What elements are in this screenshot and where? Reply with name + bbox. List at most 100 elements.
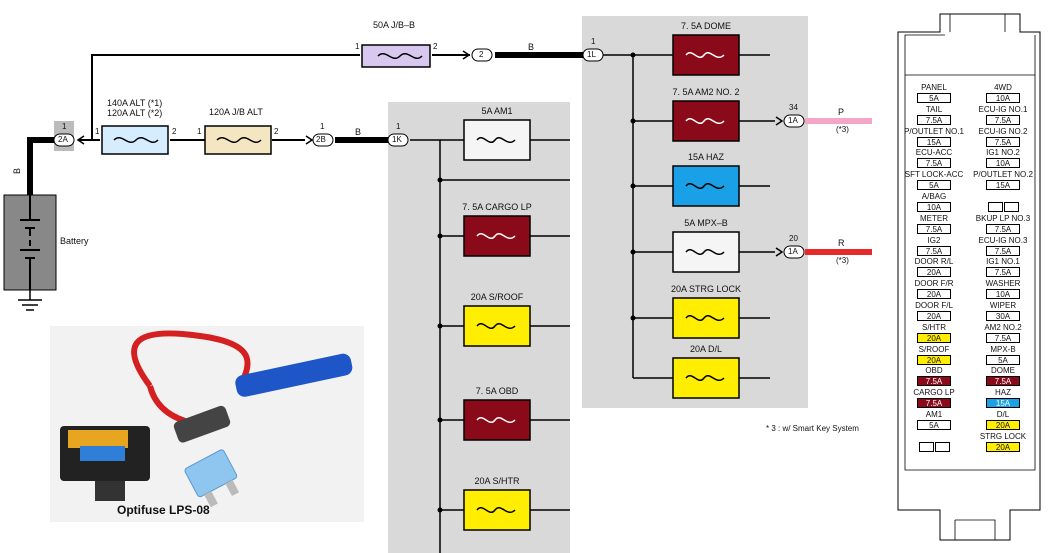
fusebox-left-label-8: DOOR R/L [914,257,954,267]
fusebox-inner [904,74,1036,471]
output-top-wire: P [838,107,845,117]
connector-2a [53,133,75,147]
fuse-140a-label-2: 120A ALT (*2) [107,108,163,118]
fusebox-right-value-0: 10A [986,93,1020,103]
fusebox-left-value-0: 5A [917,93,951,103]
fusebox-right-label-8: IG1 NO.1 [986,257,1020,267]
middle-fuse-label-2: 20A S/ROOF [470,292,524,302]
pin-2a: 1 [62,122,67,131]
fusebox-outline [897,13,1041,541]
fusebox-left-value-2: 15A [917,136,951,147]
connector-1a-bottom [783,245,805,259]
fusebox-right-value-13: 7.5A [986,376,1020,387]
fusebox-left-label-4: SFT LOCK-ACC [904,170,964,180]
right-fuse-5-box [672,357,740,399]
right-fuse-5-symbol [685,375,725,381]
fusebox-left-value-10: 20A [917,311,951,321]
fusebox-right-value-8: 7.5A [986,267,1020,278]
fuse-50a-label: 50A J/B–B [373,20,416,30]
fusebox-right-value-9: 10A [986,289,1020,300]
arrow-2a [76,135,85,145]
connector-1k-label: 1K [392,135,402,144]
fusebox-right-value-4: 15A [986,180,1020,191]
right-fuse-label-2: 15A HAZ [687,152,725,162]
right-fuse-4-symbol [685,315,725,321]
right-fuse-label-0: 7. 5A DOME [680,21,732,31]
wire-b-top-label: B [528,42,535,52]
middle-fuse-4-symbol [476,507,516,513]
fusebox-left-label-13: OBD [925,366,943,376]
fusebox-right-label-0: 4WD [994,83,1012,92]
middle-fuse-3-symbol [476,417,516,423]
fusebox-right-label-6: BKUP LP NO.3 [975,213,1031,223]
middle-junction-dot-3 [437,417,443,423]
photo-caption: Optifuse LPS-08 [117,503,210,517]
wire-b-battery-label: B [12,167,23,175]
arrow-2b [305,135,314,145]
fusebox-left-label-2: P/OUTLET NO.1 [904,126,964,136]
fusebox-right-value-14: 15A [986,398,1020,409]
connector-1a-top [783,114,805,128]
fusebox-left-label-5: A/BAG [921,192,947,201]
fusebox-left-value-15: 5A [917,420,951,430]
right-junction-dot-3 [630,249,636,255]
right-fuse-label-5: 20A D/L [689,344,723,354]
fusebox-left-value-9: 20A [917,289,951,300]
output-top-pin: 34 [789,103,798,112]
right-fuse-label-4: 20A STRG LOCK [670,284,742,294]
product-photo [50,326,364,522]
battery-symbol [20,195,40,290]
fusebox-right-label-11: AM2 NO.2 [984,322,1022,332]
right-junction-dot-0 [630,52,636,58]
fusebox-right-value-3: 10A [986,158,1020,169]
pin-140a-left: 1 [95,127,100,136]
butt-connector-icon [235,353,353,397]
output-top-note: (*3) [836,125,849,134]
fusebox-right-value-16: 20A [986,441,1020,452]
output-bottom-pin: 20 [789,234,798,243]
middle-fuse-4-box [463,489,531,531]
middle-fuse-label-0: 5A AM1 [481,106,513,116]
fusebox-left-label-9: DOOR F/R [914,279,954,289]
middle-fuse-label-1: 7. 5A CARGO LP [462,202,532,212]
connector-2 [471,48,493,62]
fuse-50a-box [361,44,431,68]
fusebox-left-label-12: S/ROOF [918,344,950,354]
fusebox-right-label-12: MPX-B [990,344,1016,354]
right-fuse-label-1: 7. 5A AM2 NO. 2 [672,87,740,97]
fusebox-left-value-3: 7.5A [917,158,951,169]
right-junction-dot-4 [630,315,636,321]
arrow-1a-top [775,116,784,126]
fusebox-detail [904,14,1036,540]
red-wire-lower-icon [147,385,187,424]
connector-1l [582,48,604,62]
connector-2-label: 2 [479,50,484,59]
fusebox-right-empty-b [1004,202,1019,212]
battery-label: Battery [60,236,89,246]
fusebox-right-label-1: ECU-IG NO.1 [978,104,1028,114]
middle-junction-dot-4 [437,507,443,513]
middle-junction-dot-2 [437,323,443,329]
fusebox-left-label-11: S/HTR [922,322,946,332]
right-fuse-4-box [672,297,740,339]
fusebox-right-label-9: WASHER [985,279,1021,289]
fusebox-right-value-1: 7.5A [986,114,1020,125]
right-fuse-group [630,34,775,399]
fusebox-left-label-3: ECU-ACC [915,148,953,158]
fusebox-right-label-2: ECU-IG NO.2 [978,126,1028,136]
fusebox-left-value-6: 7.5A [917,223,951,234]
fusebox-left-value-13: 7.5A [917,376,951,387]
pin-1l: 1 [591,37,596,46]
fuse-50a-symbol [377,53,423,59]
fuse-120a-symbol [216,137,262,143]
output-bottom-note: (*3) [836,256,849,265]
fuse-140a-label-1: 140A ALT (*1) [107,98,163,108]
fuse-tap-top-icon [68,430,128,448]
fusebox-right-label-13: DOME [991,366,1015,376]
arrow-2 [462,50,471,60]
middle-fuse-3-box [463,399,531,441]
fusebox-left-label-15: AM1 [925,410,943,419]
fusebox-left-value-8: 20A [917,267,951,278]
middle-fuse-2-symbol [476,323,516,329]
